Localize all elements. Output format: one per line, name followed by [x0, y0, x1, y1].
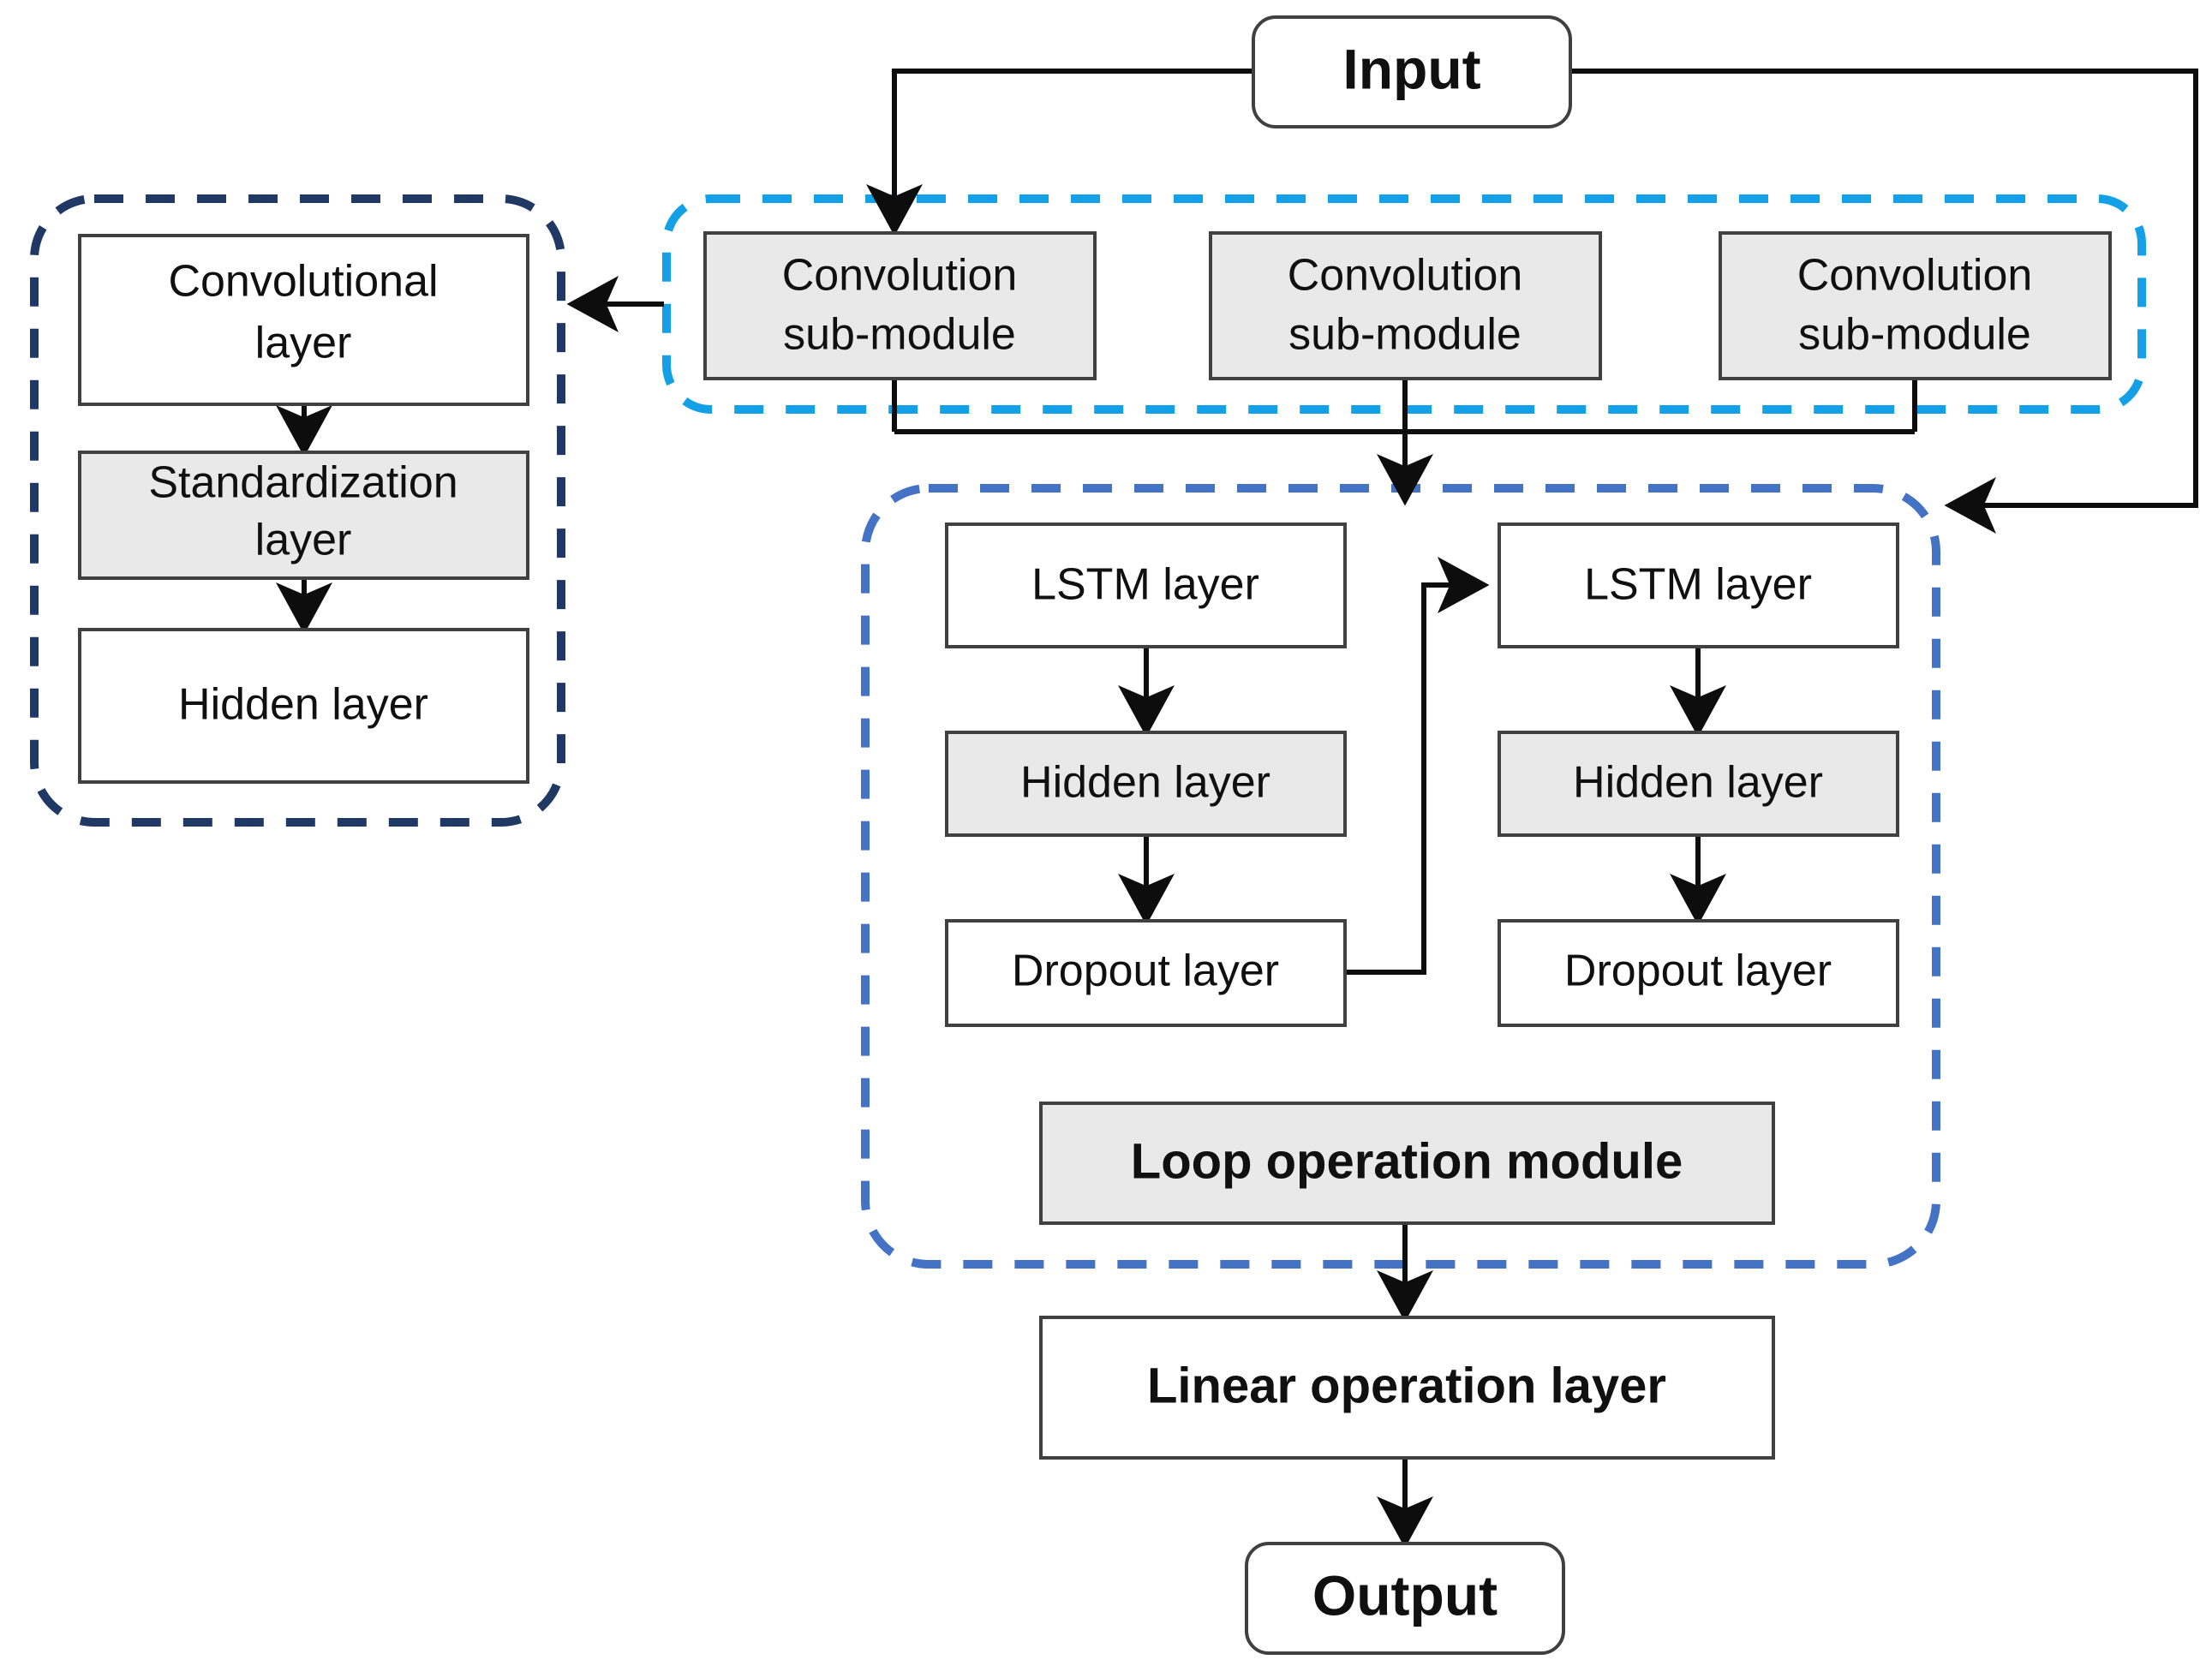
node-conv-sub-module-2-label-line1: Convolution — [1288, 251, 1523, 301]
node-hidden-layer-detail-label: Hidden layer — [178, 680, 428, 730]
edge-input-to-conv-sub-1 — [866, 69, 1253, 236]
edge-dropout1-to-lstm2 — [1345, 557, 1490, 975]
node-lstm-layer-2[interactable]: LSTM layer — [1498, 522, 1899, 648]
node-dropout-layer-1[interactable]: Dropout layer — [945, 919, 1347, 1027]
node-conv-sub-module-1[interactable]: Convolution sub-module — [703, 231, 1097, 380]
node-hidden-layer-1-label: Hidden layer — [1020, 758, 1270, 808]
node-output[interactable]: Output — [1245, 1542, 1565, 1655]
node-loop-operation-module[interactable]: Loop operation module — [1039, 1102, 1775, 1225]
node-conv-sub-module-1-label-line2: sub-module — [783, 310, 1016, 360]
node-lstm-layer-1[interactable]: LSTM layer — [945, 522, 1347, 648]
node-hidden-layer-detail[interactable]: Hidden layer — [78, 628, 529, 784]
node-input[interactable]: Input — [1252, 15, 1572, 128]
node-hidden-layer-2-label: Hidden layer — [1573, 758, 1823, 808]
node-loop-operation-module-label: Loop operation module — [1131, 1133, 1683, 1189]
node-linear-operation-layer-label: Linear operation layer — [1147, 1358, 1666, 1413]
node-lstm-layer-1-label: LSTM layer — [1031, 560, 1259, 610]
node-convolutional-layer-label-line2: layer — [255, 319, 352, 368]
node-linear-operation-layer[interactable]: Linear operation layer — [1039, 1316, 1775, 1460]
node-output-label: Output — [1312, 1563, 1498, 1627]
node-hidden-layer-2[interactable]: Hidden layer — [1498, 731, 1899, 837]
node-standardization-layer[interactable]: Standardization layer — [78, 451, 529, 580]
node-dropout-layer-2-label: Dropout layer — [1564, 946, 1832, 996]
node-conv-sub-module-3-label-line2: sub-module — [1798, 310, 2031, 360]
node-conv-sub-module-2[interactable]: Convolution sub-module — [1209, 231, 1602, 380]
node-convolutional-layer-label-line1: Convolutional — [168, 257, 438, 307]
node-convolutional-layer[interactable]: Convolutional layer — [78, 234, 529, 406]
node-dropout-layer-1-label: Dropout layer — [1012, 946, 1279, 996]
edge-input-to-loop-group — [1570, 69, 2198, 534]
node-dropout-layer-2[interactable]: Dropout layer — [1498, 919, 1899, 1027]
node-standardization-layer-label-line1: Standardization — [148, 458, 457, 508]
node-hidden-layer-1[interactable]: Hidden layer — [945, 731, 1347, 837]
node-conv-sub-module-3-label-line1: Convolution — [1797, 251, 2033, 301]
node-conv-sub-module-1-label-line1: Convolution — [782, 251, 1018, 301]
node-conv-sub-module-2-label-line2: sub-module — [1288, 310, 1521, 360]
node-input-label: Input — [1342, 37, 1480, 100]
node-conv-sub-module-3[interactable]: Convolution sub-module — [1719, 231, 2112, 380]
group-conv-detail — [30, 194, 565, 827]
node-lstm-layer-2-label: LSTM layer — [1584, 560, 1812, 610]
node-standardization-layer-label-line2: layer — [255, 516, 352, 565]
